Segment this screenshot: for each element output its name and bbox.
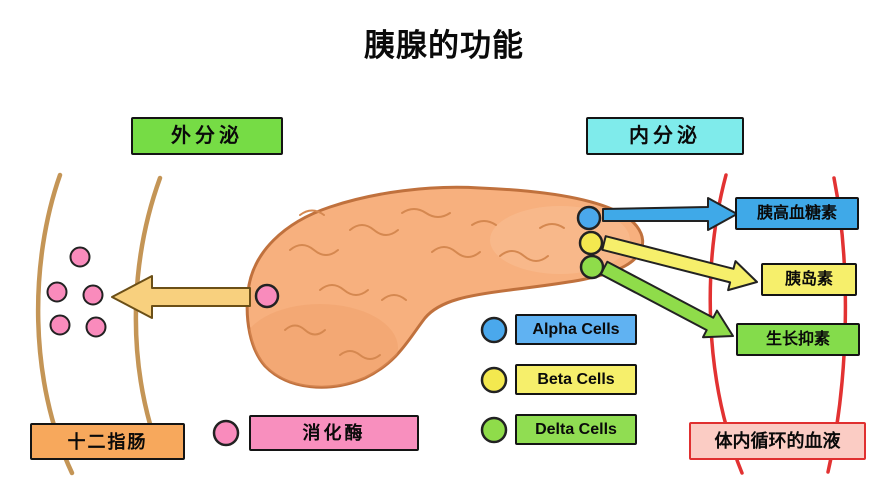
digestive-enzyme-label: 消化酶 — [249, 415, 419, 451]
beta-cell-marker-icon — [578, 230, 604, 256]
legend-enzyme-dot-icon — [212, 419, 240, 447]
legend-item-beta: Beta Cells — [515, 364, 637, 395]
duodenum-label: 十二指肠 — [30, 423, 185, 460]
glucagon-arrow-icon — [602, 197, 738, 231]
insulin-arrow-icon — [601, 235, 758, 292]
alpha-cell-marker-icon — [576, 205, 602, 231]
legend-item-delta: Delta Cells — [515, 414, 637, 445]
pancreas-texture-lines — [284, 208, 565, 360]
glucagon-label: 胰高血糖素 — [735, 197, 859, 230]
somatostatin-arrow-icon — [599, 260, 734, 339]
exocrine-arrow-icon — [111, 275, 251, 319]
legend-alpha-dot-icon — [480, 316, 508, 344]
page-title: 胰腺的功能 — [364, 28, 524, 63]
insulin-label: 胰岛素 — [761, 263, 857, 296]
enzyme-marker-icon — [254, 283, 280, 309]
legend-beta-dot-icon — [480, 366, 508, 394]
endocrine-label: 内分泌 — [586, 117, 744, 155]
somatostatin-label: 生长抑素 — [736, 323, 860, 356]
legend-item-alpha: Alpha Cells — [515, 314, 637, 345]
exocrine-label: 外分泌 — [131, 117, 283, 155]
legend-delta-dot-icon — [480, 416, 508, 444]
circulating-blood-label: 体内循环的血液 — [689, 422, 866, 460]
enzyme-dots-icon — [46, 246, 107, 338]
delta-cell-marker-icon — [579, 254, 605, 280]
